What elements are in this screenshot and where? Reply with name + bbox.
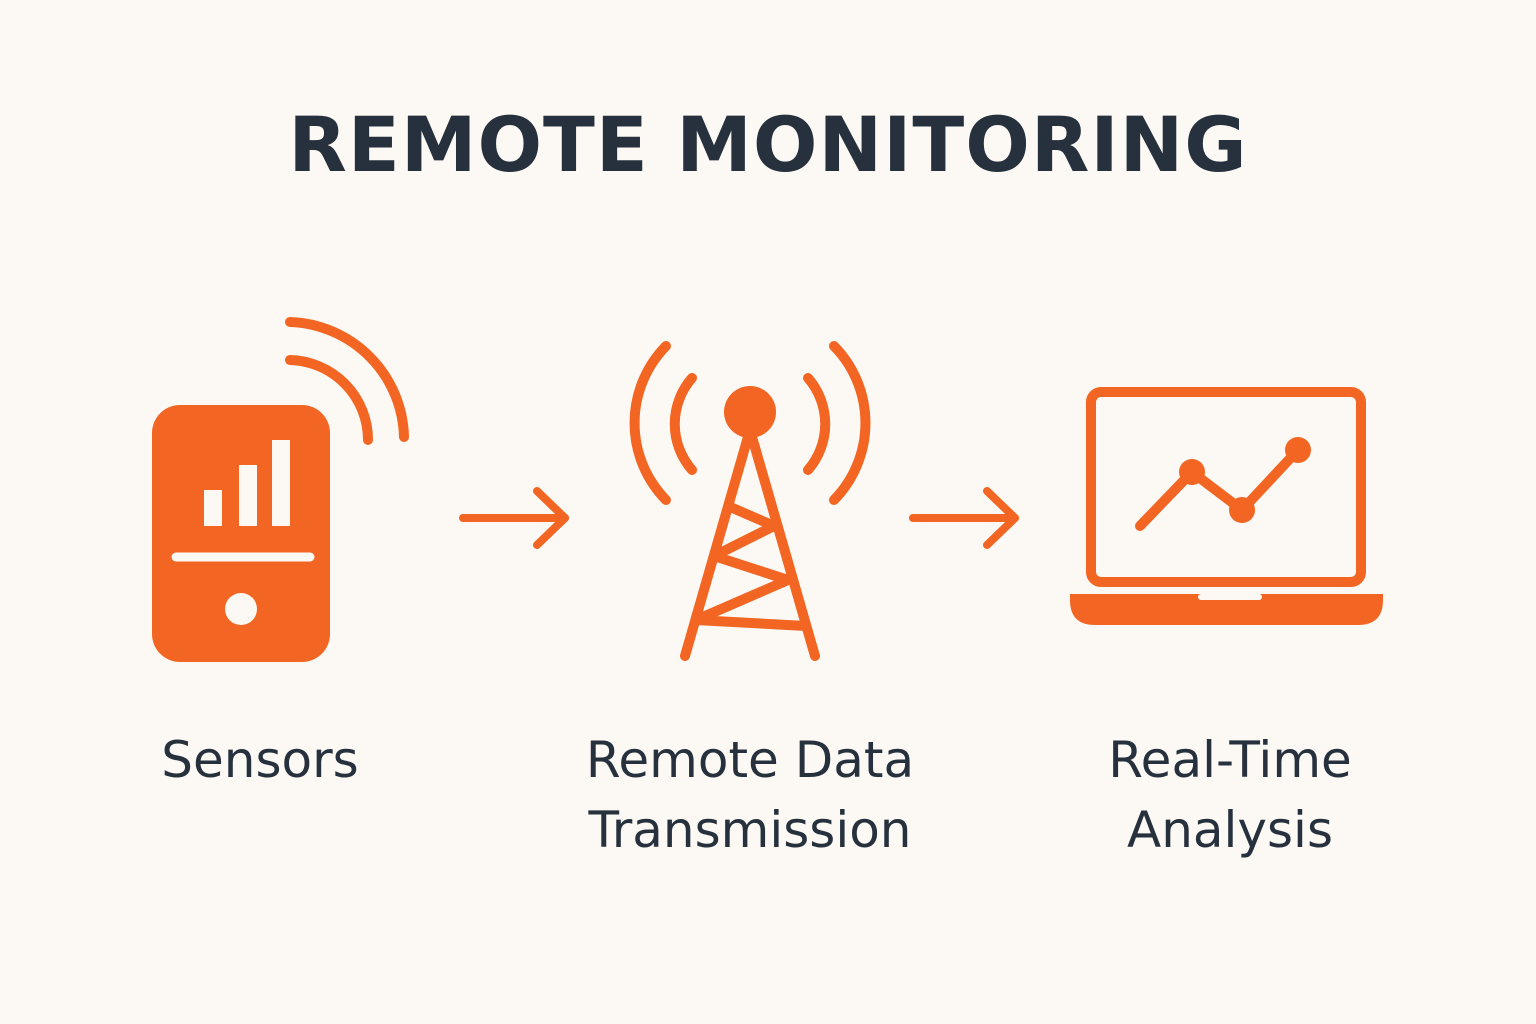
step-label-analysis: Real-Time Analysis — [1108, 731, 1352, 859]
arrow-right-icon — [459, 487, 569, 549]
cell-tower-icon — [629, 341, 871, 661]
laptop-chart-icon — [1070, 387, 1383, 625]
laptop-base — [1070, 594, 1383, 625]
signal-bar-2 — [239, 465, 257, 526]
wave-right-outer — [829, 341, 871, 505]
wave-right-inner — [803, 373, 831, 475]
trend-line — [1135, 445, 1303, 531]
tower-antenna — [724, 386, 776, 438]
signal-wave-small — [285, 355, 373, 445]
step-label-transmission: Remote Data Transmission — [585, 731, 915, 859]
diagram-title: REMOTE MONITORING — [288, 100, 1248, 189]
signal-bar-1 — [204, 490, 222, 526]
wave-left-outer — [629, 341, 671, 505]
device-button — [225, 593, 257, 625]
laptop-screen — [1086, 387, 1366, 587]
signal-wave-large — [285, 317, 409, 442]
wave-left-inner — [669, 373, 697, 475]
arrow-right-icon — [909, 487, 1019, 549]
sensor-device-icon — [152, 317, 409, 662]
step-label-sensors: Sensors — [161, 731, 359, 789]
signal-bar-3 — [272, 440, 290, 526]
laptop-notch — [1198, 594, 1262, 600]
